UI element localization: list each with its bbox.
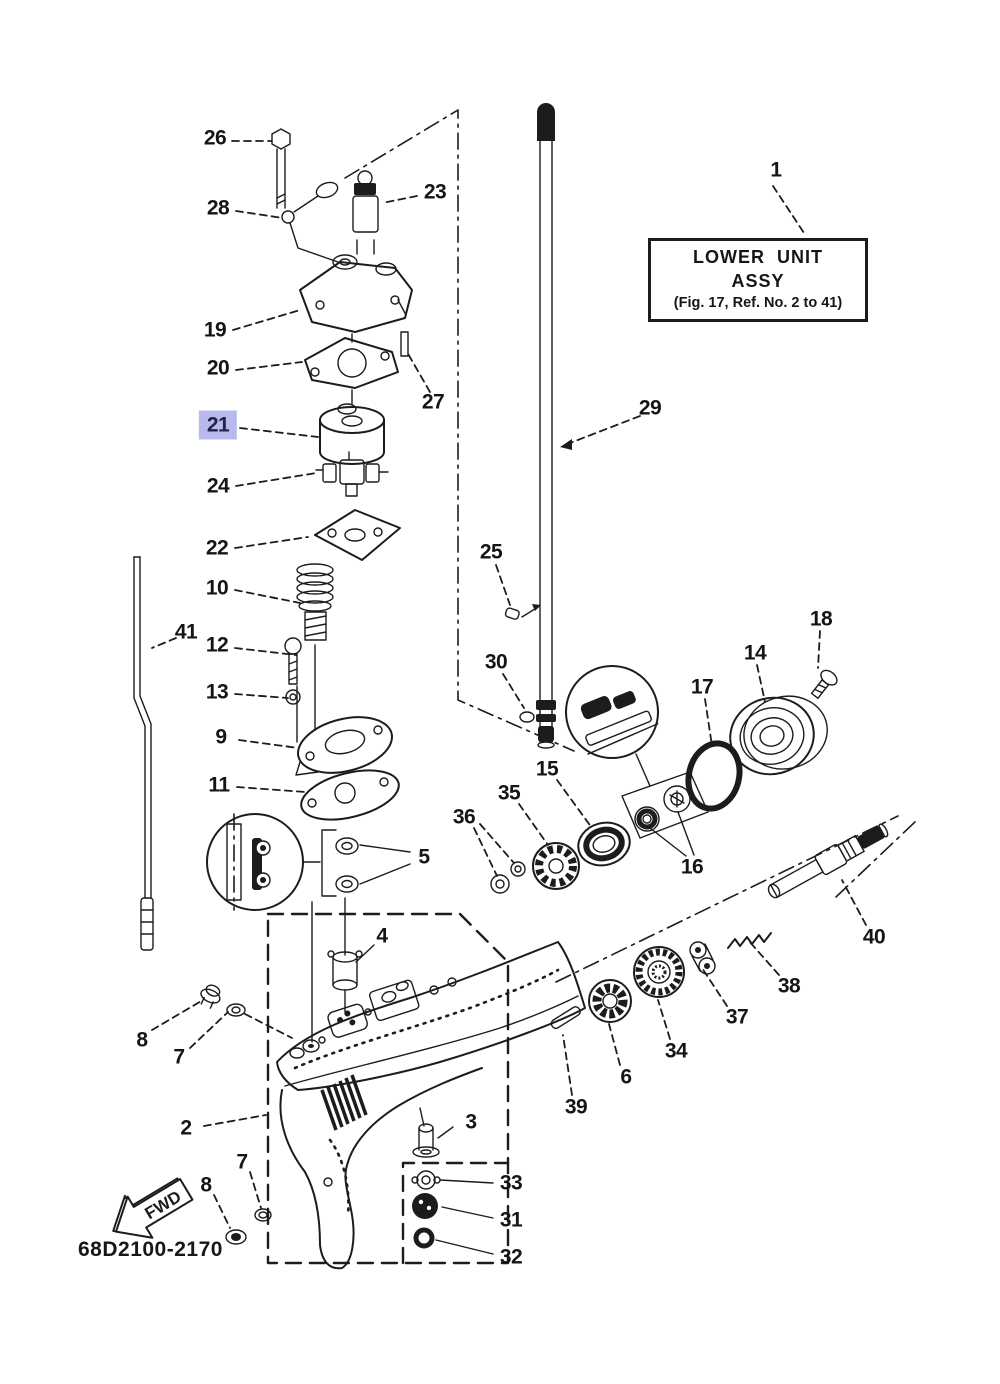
part-18-bolt (810, 669, 838, 699)
part-23-tube (352, 170, 379, 255)
part-16-washers (621, 771, 709, 839)
callout-2[interactable]: 2 (180, 1116, 192, 1140)
part-32-gasket-ring (413, 1227, 435, 1249)
part-8-nut-lower (225, 1229, 247, 1245)
part-12-bolt (284, 637, 302, 685)
part-34-gear (633, 946, 685, 998)
callout-27[interactable]: 27 (421, 390, 445, 414)
part-36-washers (490, 861, 526, 894)
part-10-bellows (296, 563, 334, 641)
part-11-gasket (300, 769, 400, 821)
part-5-mounts (321, 829, 359, 897)
callout-37[interactable]: 37 (725, 1005, 749, 1029)
part-4-cylinder (327, 950, 363, 991)
callout-3[interactable]: 3 (465, 1110, 477, 1134)
callout-8b[interactable]: 8 (200, 1173, 212, 1197)
part-38-spring (727, 932, 772, 949)
part-17-oring (685, 740, 743, 812)
water-intake-grill (320, 1074, 368, 1131)
part-21-impeller-cup (319, 403, 385, 465)
part-13-nut (285, 689, 301, 705)
leader-lines (151, 140, 867, 1229)
callout-8a[interactable]: 8 (136, 1028, 148, 1052)
callout-6[interactable]: 6 (620, 1065, 632, 1089)
callout-21-highlighted[interactable]: 21 (198, 410, 238, 440)
callout-34[interactable]: 34 (664, 1039, 688, 1063)
figure-part-code: 68D2100-2170 (78, 1238, 223, 1261)
callout-17[interactable]: 17 (690, 675, 714, 699)
part-15-bearing (577, 821, 631, 867)
callout-35[interactable]: 35 (497, 781, 521, 805)
callout-7b[interactable]: 7 (236, 1150, 248, 1174)
part-39-pin (550, 1006, 581, 1030)
callout-7a[interactable]: 7 (173, 1045, 185, 1069)
callout-13[interactable]: 13 (205, 680, 229, 704)
callout-29[interactable]: 29 (638, 396, 662, 420)
callout-23[interactable]: 23 (423, 180, 447, 204)
solid-leaders (302, 439, 695, 1255)
callout-1[interactable]: 1 (770, 158, 782, 182)
callout-16[interactable]: 16 (680, 855, 704, 879)
lower-unit-assy-label-box: LOWER UNIT ASSY (Fig. 17, Ref. No. 2 to … (648, 238, 868, 322)
part-41-shift-rod (133, 556, 154, 951)
part-22-plate (314, 509, 401, 561)
callout-14[interactable]: 14 (743, 641, 767, 665)
detail-circle-shift-coupler (206, 813, 304, 911)
part-25-pin (504, 607, 520, 620)
part-2-gearcase (276, 941, 586, 1270)
part-9-pump-base (295, 716, 393, 776)
callout-28[interactable]: 28 (206, 196, 230, 220)
callout-11[interactable]: 11 (208, 773, 230, 797)
part-35-pinion-gear (532, 842, 580, 890)
part-24-impeller (315, 451, 389, 497)
callout-30[interactable]: 30 (484, 650, 508, 674)
callout-5[interactable]: 5 (418, 845, 430, 869)
callout-40[interactable]: 40 (862, 925, 886, 949)
part-30-ring (519, 711, 535, 723)
callout-26[interactable]: 26 (203, 126, 227, 150)
part-28-link (281, 181, 339, 263)
part-26-bolt (271, 128, 291, 209)
callout-19[interactable]: 19 (203, 318, 227, 342)
part-37-clutch (689, 941, 716, 975)
assembly-centerlines (296, 333, 425, 1127)
part-27-pin (400, 331, 409, 357)
fwd-arrow: FWD (112, 1177, 194, 1239)
callout-39[interactable]: 39 (564, 1095, 588, 1119)
callout-9[interactable]: 9 (215, 725, 227, 749)
part-29-driveshaft (536, 103, 556, 749)
part-3-fitting (412, 1123, 440, 1158)
callout-32[interactable]: 32 (499, 1245, 523, 1269)
callout-33[interactable]: 33 (499, 1171, 523, 1195)
detail-circle-pinion-clip (565, 665, 659, 759)
callout-22[interactable]: 22 (205, 536, 229, 560)
label-box-line3: (Fig. 17, Ref. No. 2 to 41) (673, 295, 843, 312)
callout-18[interactable]: 18 (809, 607, 833, 631)
callout-41[interactable]: 41 (174, 620, 198, 644)
part-14-bearing-housing (729, 695, 828, 776)
callout-24[interactable]: 24 (206, 474, 230, 498)
part-40-prop-shaft (767, 823, 889, 899)
callout-10[interactable]: 10 (205, 576, 229, 600)
callout-38[interactable]: 38 (777, 974, 801, 998)
callout-25[interactable]: 25 (479, 540, 503, 564)
part-19-pump-housing (299, 254, 413, 333)
callout-15[interactable]: 15 (535, 757, 559, 781)
callout-36[interactable]: 36 (452, 805, 476, 829)
callout-12[interactable]: 12 (205, 633, 229, 657)
part-31-plug (412, 1193, 438, 1219)
part-33-washer-cap (411, 1170, 441, 1190)
label-box-line2: ASSY (731, 271, 785, 292)
callout-4[interactable]: 4 (376, 924, 388, 948)
callout-20[interactable]: 20 (206, 356, 230, 380)
part-7-washer-lower (254, 1208, 272, 1222)
part-7-washer-upper (226, 1003, 246, 1017)
label-box-line1: LOWER UNIT (693, 246, 823, 267)
callout-31[interactable]: 31 (499, 1208, 523, 1232)
part-20-gasket (304, 337, 399, 389)
part-8-bolt-upper (200, 984, 221, 1009)
part-6-bearing (588, 979, 632, 1023)
housing-dashed-box (266, 912, 510, 1265)
